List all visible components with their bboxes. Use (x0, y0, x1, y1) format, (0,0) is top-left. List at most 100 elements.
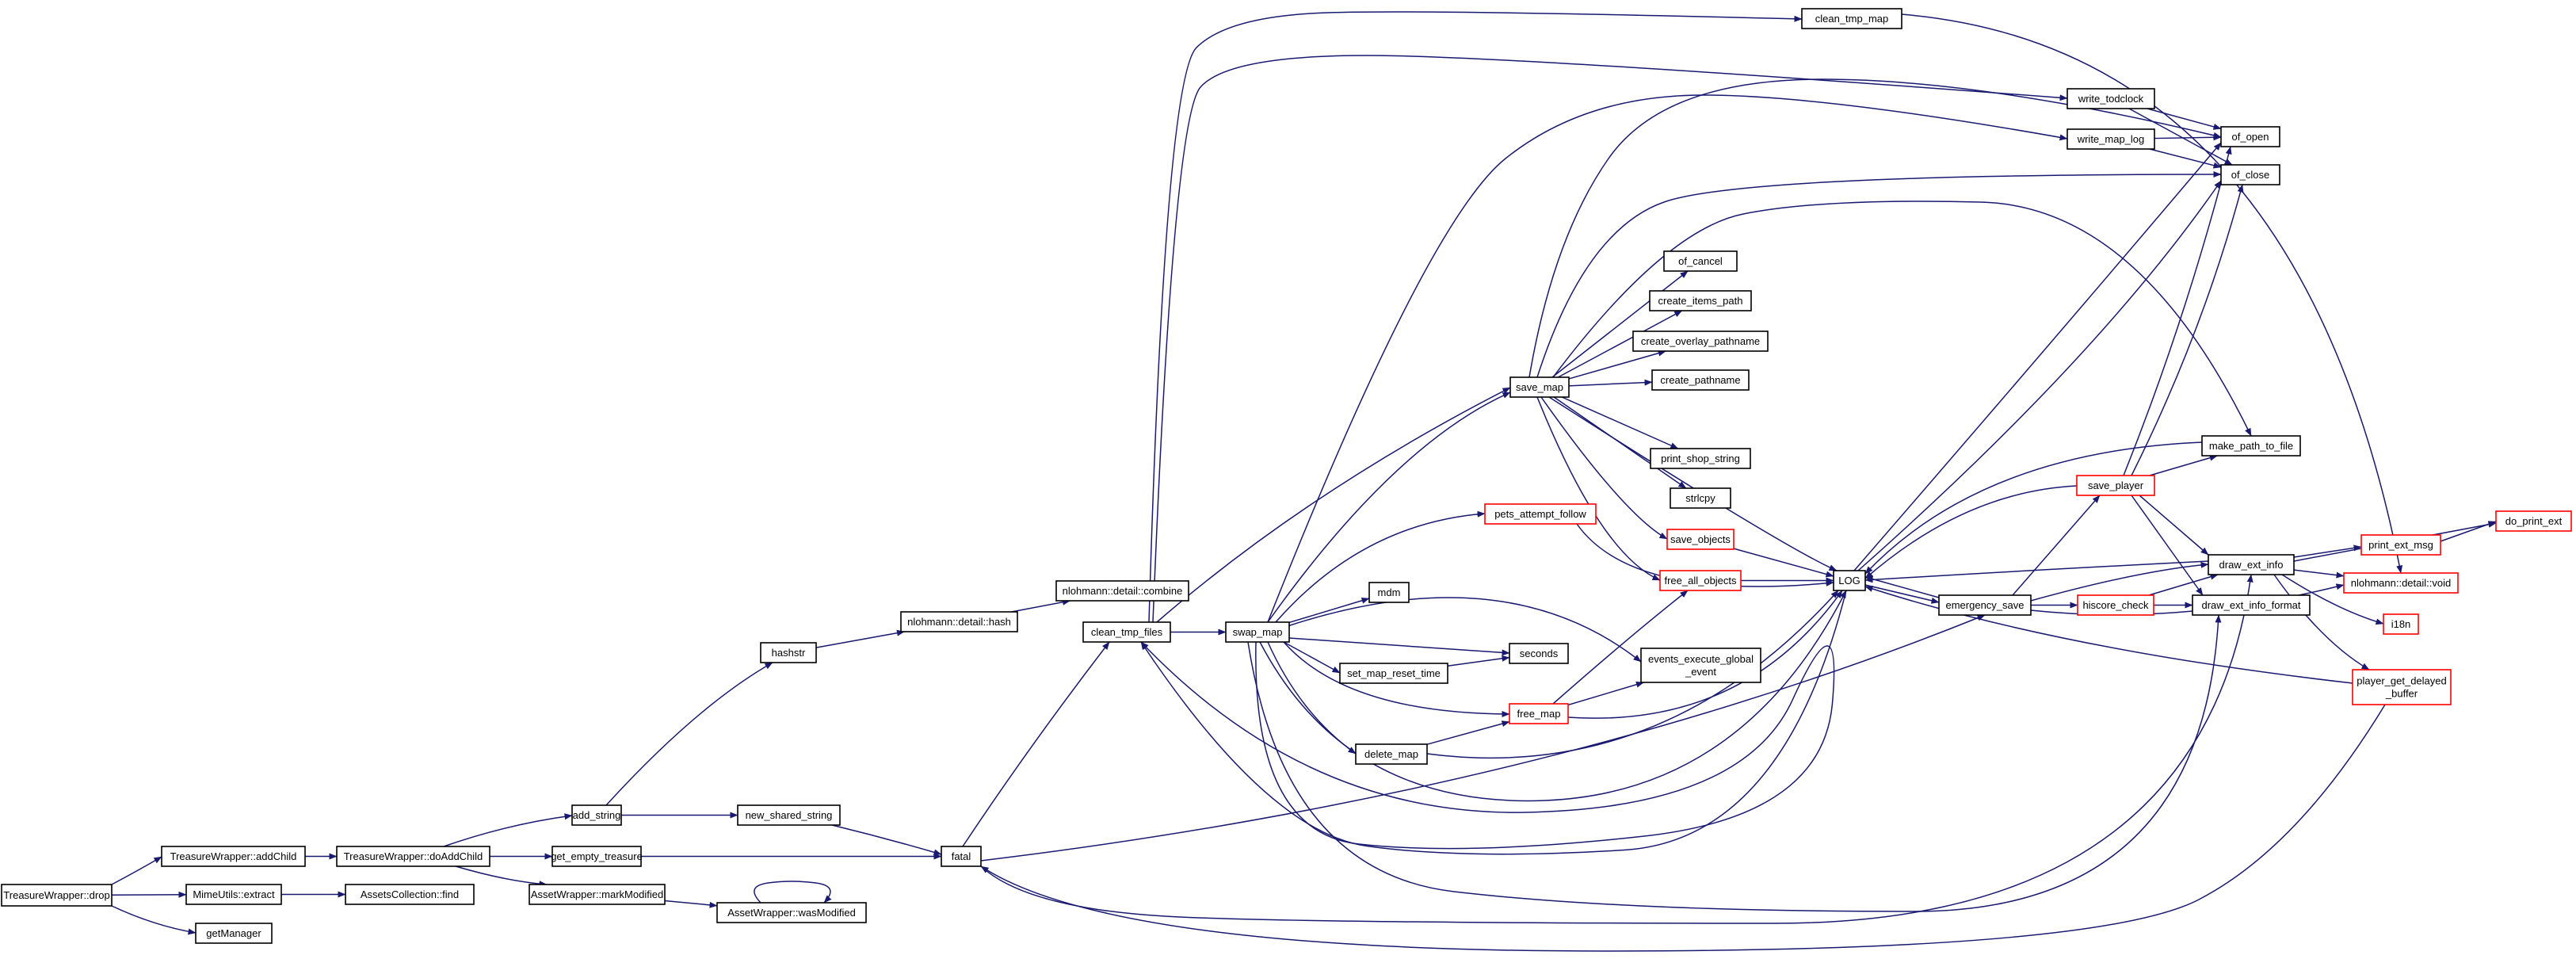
node-new-shared-string[interactable]: new_shared_string (737, 804, 841, 826)
node-print-ext-msg[interactable]: print_ext_msg (2360, 534, 2441, 556)
node-box[interactable] (1355, 743, 1428, 765)
node-extract[interactable]: MimeUtils::extract (185, 884, 282, 905)
node-box[interactable] (345, 884, 475, 905)
node-print-shop-string[interactable]: print_shop_string (1650, 448, 1751, 469)
node-box[interactable] (1509, 703, 1569, 724)
node-void[interactable]: nlohmann::detail::void (2343, 572, 2459, 594)
node-get-empty-treasure[interactable]: get_empty_treasure (551, 846, 643, 867)
node-free-all-objects[interactable]: free_all_objects (1659, 570, 1742, 591)
node-draw-ext-info-format[interactable]: draw_ext_info_format (2192, 594, 2311, 616)
node-find[interactable]: AssetsCollection::find (345, 884, 475, 905)
node-box[interactable] (1663, 250, 1738, 272)
node-swap-map[interactable]: swap_map (1225, 621, 1290, 643)
node-box[interactable] (2360, 534, 2441, 556)
node-box[interactable] (1833, 570, 1866, 591)
node-box[interactable] (2208, 554, 2295, 575)
node-box[interactable] (1640, 648, 1761, 683)
node-getManager[interactable]: getManager (195, 923, 273, 944)
node-box[interactable] (900, 611, 1018, 632)
node-strlcpy[interactable]: strlcpy (1670, 487, 1731, 509)
node-box[interactable] (1509, 376, 1570, 398)
node-pets-attempt-follow[interactable]: pets_attempt_follow (1484, 503, 1597, 525)
node-of-open[interactable]: of_open (2220, 126, 2280, 147)
node-box[interactable] (1082, 621, 1171, 643)
node-drop[interactable]: TreasureWrapper::drop (1, 884, 113, 907)
node-i18n[interactable]: i18n (2383, 613, 2419, 635)
node-player-get-delayed-buffer[interactable]: player_get_delayed_buffer (2352, 669, 2452, 705)
node-combine[interactable]: nlohmann::detail::combine (1055, 580, 1189, 602)
node-box[interactable] (1225, 621, 1290, 643)
node-events-execute-global-event[interactable]: events_execute_global_event (1640, 648, 1761, 683)
node-box[interactable] (2067, 128, 2155, 150)
node-box[interactable] (1938, 594, 2032, 616)
node-mdm[interactable]: mdm (1368, 582, 1410, 603)
node-create-pathname[interactable]: create_pathname (1651, 369, 1750, 391)
node-addChild[interactable]: TreasureWrapper::addChild (161, 846, 306, 867)
node-box[interactable] (185, 884, 282, 905)
node-make-path-to-file[interactable]: make_path_to_file (2201, 435, 2301, 457)
node-box[interactable] (2220, 164, 2280, 185)
node-box[interactable] (195, 923, 273, 944)
node-save-objects[interactable]: save_objects (1666, 529, 1735, 550)
node-box[interactable] (2076, 475, 2155, 496)
node-box[interactable] (336, 846, 490, 867)
node-box[interactable] (1651, 369, 1750, 391)
node-box[interactable] (2067, 88, 2155, 109)
node-emergency-save[interactable]: emergency_save (1938, 594, 2032, 616)
node-save-player[interactable]: save_player (2076, 475, 2155, 496)
node-box[interactable] (1670, 487, 1731, 509)
node-write-todclock[interactable]: write_todclock (2067, 88, 2155, 109)
node-set-map-reset-time[interactable]: set_map_reset_time (1339, 663, 1448, 684)
node-delete-map[interactable]: delete_map (1355, 743, 1428, 765)
node-hiscore-check[interactable]: hiscore_check (2077, 594, 2154, 616)
node-create-overlay-pathname[interactable]: create_overlay_pathname (1632, 330, 1769, 352)
node-box[interactable] (161, 846, 306, 867)
node-box[interactable] (2201, 435, 2301, 457)
node-fatal[interactable]: fatal (941, 846, 982, 867)
node-box[interactable] (737, 804, 841, 826)
node-box[interactable] (1801, 8, 1902, 29)
node-box[interactable] (1484, 503, 1597, 525)
node-box[interactable] (1659, 570, 1742, 591)
node-markModified[interactable]: AssetWrapper::markModified (529, 884, 666, 905)
node-box[interactable] (1509, 643, 1569, 664)
node-box[interactable] (2383, 613, 2419, 635)
node-hashstr[interactable]: hashstr (760, 642, 817, 663)
node-box[interactable] (1632, 330, 1769, 352)
node-draw-ext-info[interactable]: draw_ext_info (2208, 554, 2295, 575)
node-wasModified[interactable]: AssetWrapper::wasModified (716, 902, 867, 923)
node-of-close[interactable]: of_close (2220, 164, 2280, 185)
node-clean-tmp-files[interactable]: clean_tmp_files (1082, 621, 1171, 643)
node-box[interactable] (2077, 594, 2154, 616)
node-box[interactable] (1, 884, 113, 907)
node-box[interactable] (1368, 582, 1410, 603)
node-LOG[interactable]: LOG (1833, 570, 1866, 591)
node-box[interactable] (571, 804, 622, 826)
node-seconds[interactable]: seconds (1509, 643, 1569, 664)
node-box[interactable] (2192, 594, 2311, 616)
node-box[interactable] (1649, 290, 1752, 311)
node-box[interactable] (716, 902, 867, 923)
node-box[interactable] (1650, 448, 1751, 469)
node-doAddChild[interactable]: TreasureWrapper::doAddChild (336, 846, 490, 867)
node-do-print-ext[interactable]: do_print_ext (2495, 510, 2572, 532)
node-box[interactable] (1055, 580, 1189, 602)
node-box[interactable] (2352, 669, 2452, 705)
node-box[interactable] (551, 846, 642, 867)
node-box[interactable] (1666, 529, 1735, 550)
node-free-map[interactable]: free_map (1509, 703, 1569, 724)
node-create-items-path[interactable]: create_items_path (1649, 290, 1752, 311)
node-of-cancel[interactable]: of_cancel (1663, 250, 1738, 272)
node-box[interactable] (2343, 572, 2459, 594)
node-box[interactable] (2220, 126, 2280, 147)
node-box[interactable] (1339, 663, 1448, 684)
node-box[interactable] (529, 884, 666, 905)
node-save-map[interactable]: save_map (1509, 376, 1570, 398)
node-hash[interactable]: nlohmann::detail::hash (900, 611, 1018, 632)
node-box[interactable] (941, 846, 982, 867)
node-box[interactable] (2495, 510, 2572, 532)
node-write-map-log[interactable]: write_map_log (2067, 128, 2155, 150)
node-box[interactable] (760, 642, 817, 663)
node-add-string[interactable]: add_string (571, 804, 622, 826)
node-clean-tmp-map[interactable]: clean_tmp_map (1801, 8, 1902, 29)
